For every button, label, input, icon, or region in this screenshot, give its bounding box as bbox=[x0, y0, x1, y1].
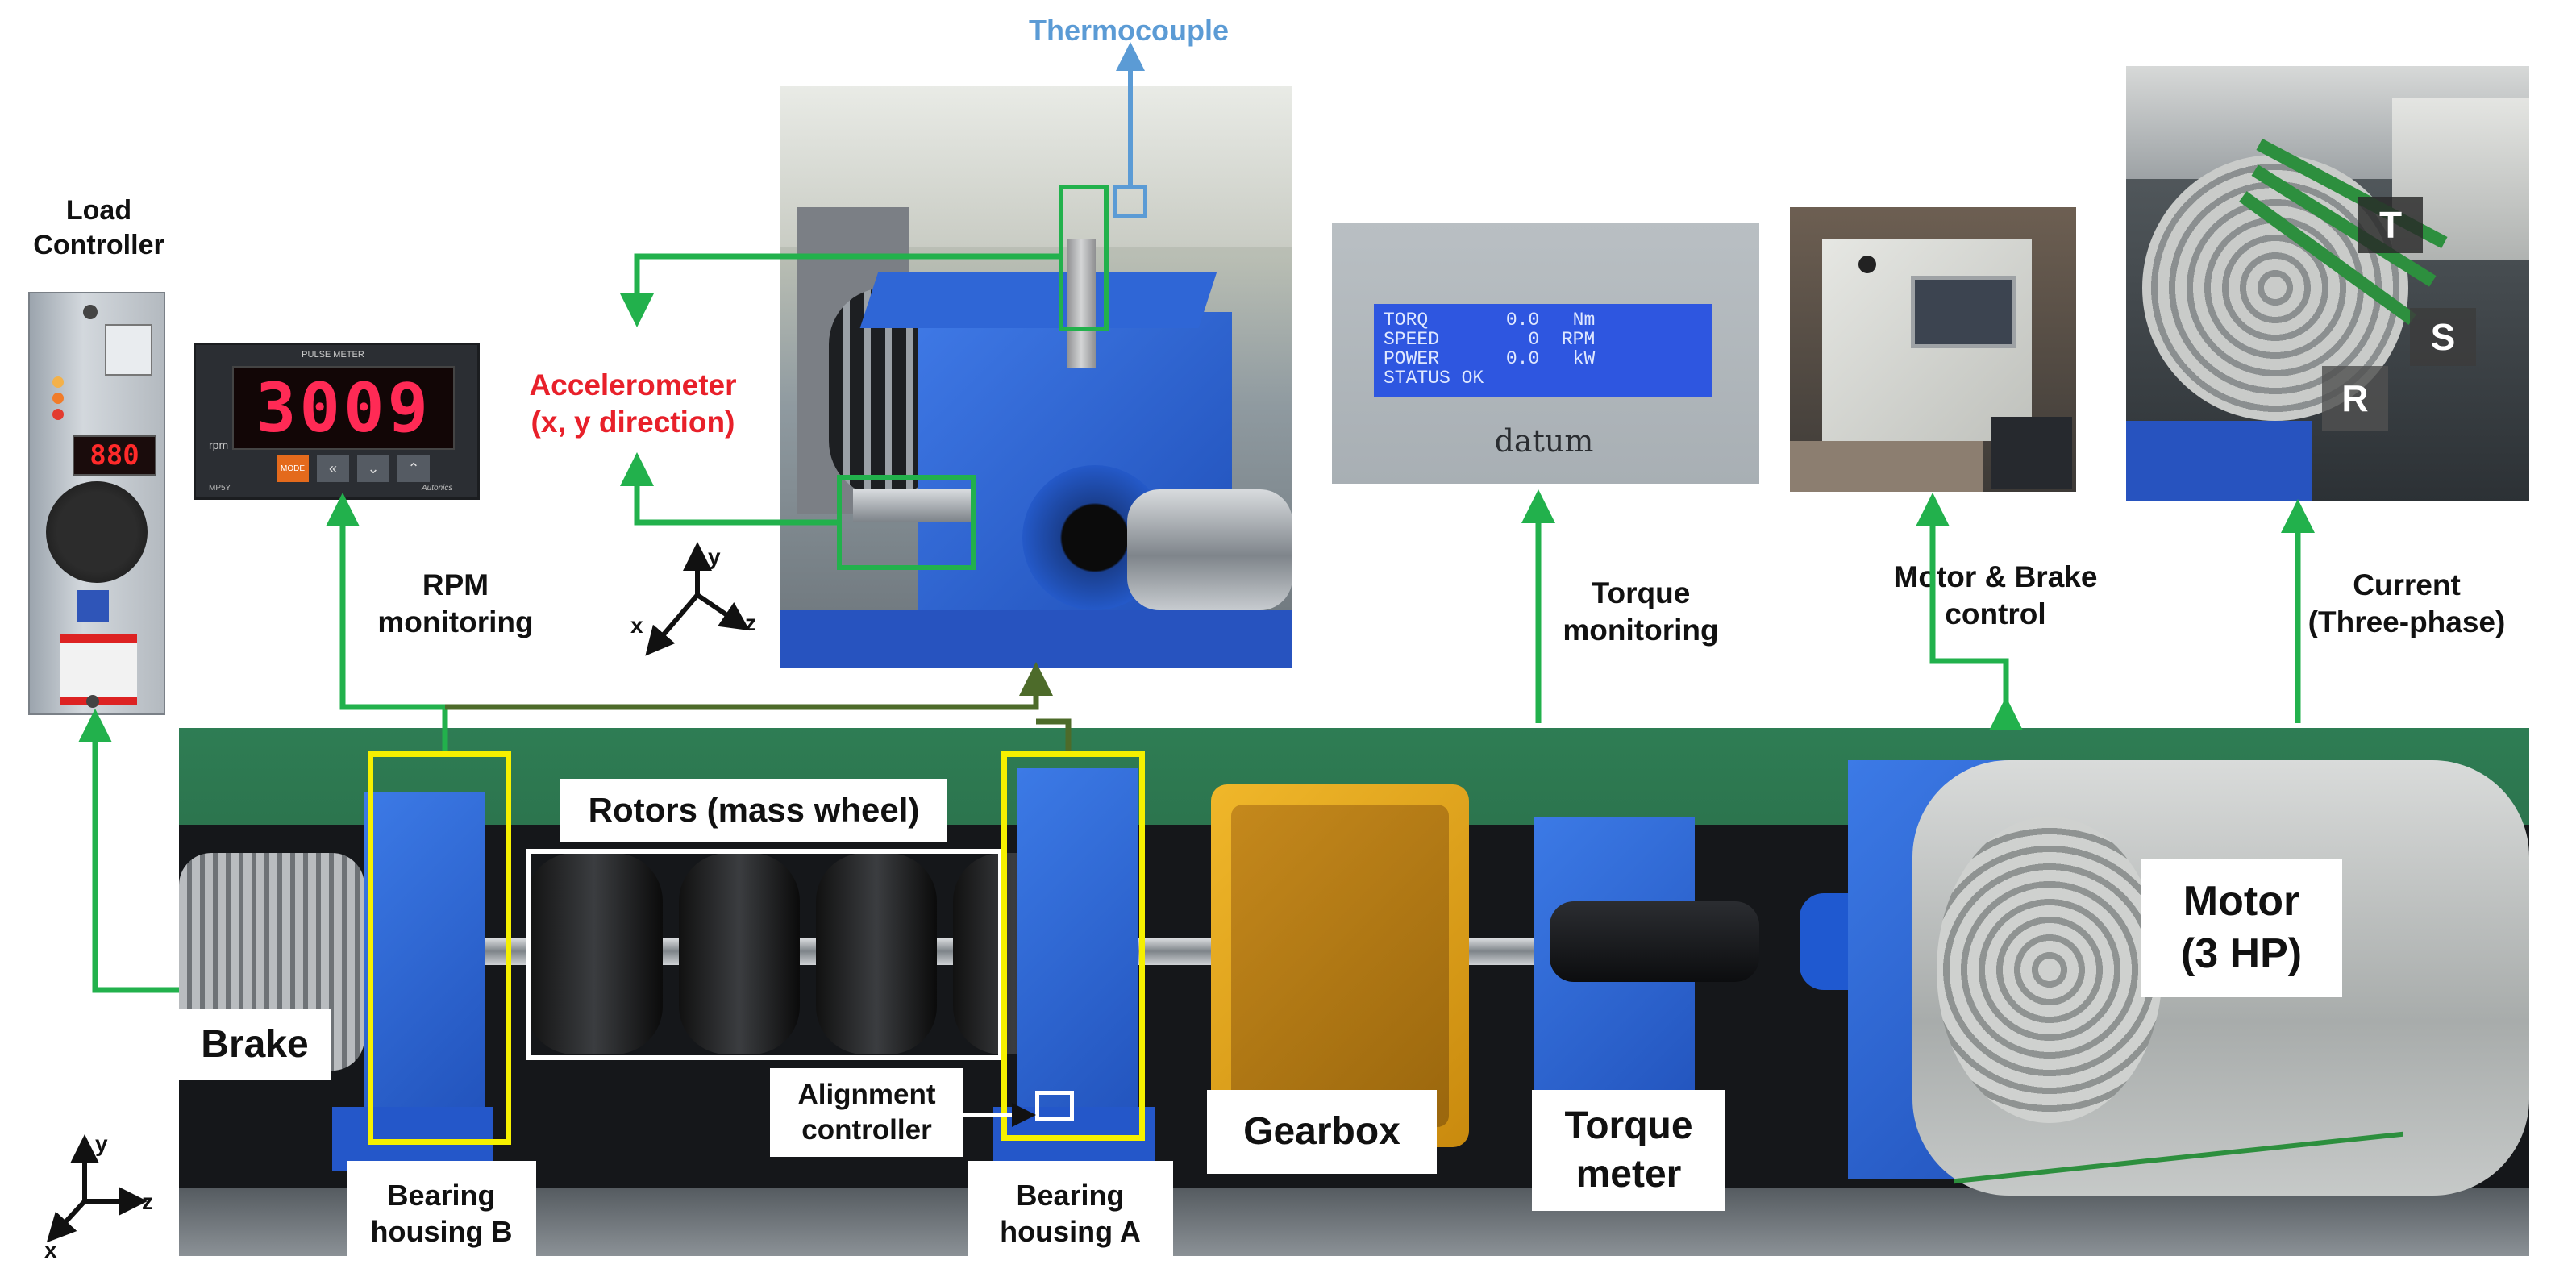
brake-to-load-controller-arrow bbox=[78, 709, 179, 993]
rpm-meter-display: 3009 bbox=[232, 366, 455, 450]
bearing-housing-a-label: Bearing housing A bbox=[968, 1161, 1173, 1266]
accelerometer-signal-line bbox=[445, 662, 1053, 710]
rpm-display-value: 3009 bbox=[255, 368, 432, 447]
axis-y-label: y bbox=[95, 1131, 108, 1156]
torque-lcd-line: POWER 0.0 kW bbox=[1384, 348, 1596, 369]
load-knob bbox=[46, 481, 148, 583]
rpm-down-button: ⌄ bbox=[357, 455, 389, 482]
torque-lcd: TORQ 0.0 Nm SPEED 0 RPM POWER 0.0 kW STA… bbox=[1374, 304, 1712, 397]
rpm-model: MP5Y bbox=[209, 484, 231, 493]
gearbox-label: Gearbox bbox=[1207, 1090, 1437, 1174]
motor-current-photo: T S R bbox=[2126, 66, 2529, 501]
axis-z-label: z bbox=[142, 1189, 153, 1214]
rpm-up-button: ⌃ bbox=[397, 455, 430, 482]
alignment-controller-highlight bbox=[1035, 1091, 1074, 1121]
brake-label: Brake bbox=[179, 1009, 331, 1080]
rotors-label: Rotors (mass wheel) bbox=[560, 779, 947, 842]
motor-label: Motor (3 HP) bbox=[2141, 859, 2342, 997]
phase-r-label: R bbox=[2322, 366, 2388, 431]
accelerometer-y-arrow bbox=[620, 253, 1059, 327]
bearing-housing-b-highlight bbox=[368, 751, 511, 1145]
axis-y-label: y bbox=[708, 544, 721, 569]
current-label: Current (Three-phase) bbox=[2308, 568, 2506, 639]
datum-logo: datum bbox=[1494, 423, 1594, 459]
rpm-meter-photo: PULSE METER 3009 rpm MODE « ⌄ ⌃ MP5Y Aut… bbox=[194, 343, 480, 500]
accelerometer-label: Accelerometer (x, y direction) bbox=[529, 368, 737, 439]
accelerometer-x-arrow bbox=[620, 452, 837, 526]
load-display-value: 880 bbox=[89, 439, 139, 472]
load-controller-photo: 880 bbox=[28, 292, 165, 715]
phase-t-label: T bbox=[2358, 197, 2423, 253]
torque-lcd-line: SPEED 0 RPM bbox=[1384, 329, 1596, 350]
axes-indicator-bottom: y z x bbox=[44, 1131, 153, 1262]
torque-lcd-line: TORQ 0.0 Nm bbox=[1384, 310, 1596, 331]
rpm-mode-button: MODE bbox=[277, 455, 309, 482]
motor-brake-control-arrow bbox=[1916, 493, 2023, 730]
motor-brake-control-photo bbox=[1790, 207, 2076, 492]
rpm-left-button: « bbox=[317, 455, 349, 482]
alignment-controller-label: Alignment controller bbox=[770, 1068, 963, 1157]
axis-x-label: x bbox=[630, 613, 643, 638]
axis-z-label: z bbox=[745, 610, 756, 635]
load-controller-display: 880 bbox=[73, 435, 156, 476]
axes-indicator-top: y z x bbox=[630, 542, 756, 656]
torque-meter-label: Torque meter bbox=[1532, 1090, 1725, 1211]
bearing-housing-b-label: Bearing housing B bbox=[347, 1161, 536, 1266]
torque-display-photo: TORQ 0.0 Nm SPEED 0 RPM POWER 0.0 kW STA… bbox=[1332, 223, 1759, 484]
rpm-monitoring-label: RPM monitoring bbox=[377, 568, 534, 639]
bearing-housing-a-highlight bbox=[1001, 751, 1145, 1141]
thermocouple-label: Thermocouple bbox=[1028, 14, 1230, 47]
accelerometer-y-highlight bbox=[1059, 185, 1109, 331]
load-controller-label: Load Controller bbox=[33, 195, 164, 260]
rotors-highlight bbox=[526, 849, 1003, 1060]
accelerometer-photo bbox=[780, 86, 1292, 668]
rpm-brand: Autonics bbox=[422, 484, 453, 493]
axis-x-label: x bbox=[44, 1237, 57, 1262]
rpm-unit: rpm bbox=[209, 439, 229, 451]
accelerometer-x-highlight bbox=[837, 475, 976, 570]
phase-s-label: S bbox=[2410, 308, 2476, 366]
torque-lcd-line: STATUS OK bbox=[1384, 368, 1484, 389]
thermocouple-highlight bbox=[1113, 185, 1147, 218]
rpm-meter-caption: PULSE METER bbox=[302, 350, 364, 360]
rpm-monitoring-arrow bbox=[326, 493, 448, 751]
torque-monitoring-label: Torque monitoring bbox=[1563, 576, 1719, 647]
